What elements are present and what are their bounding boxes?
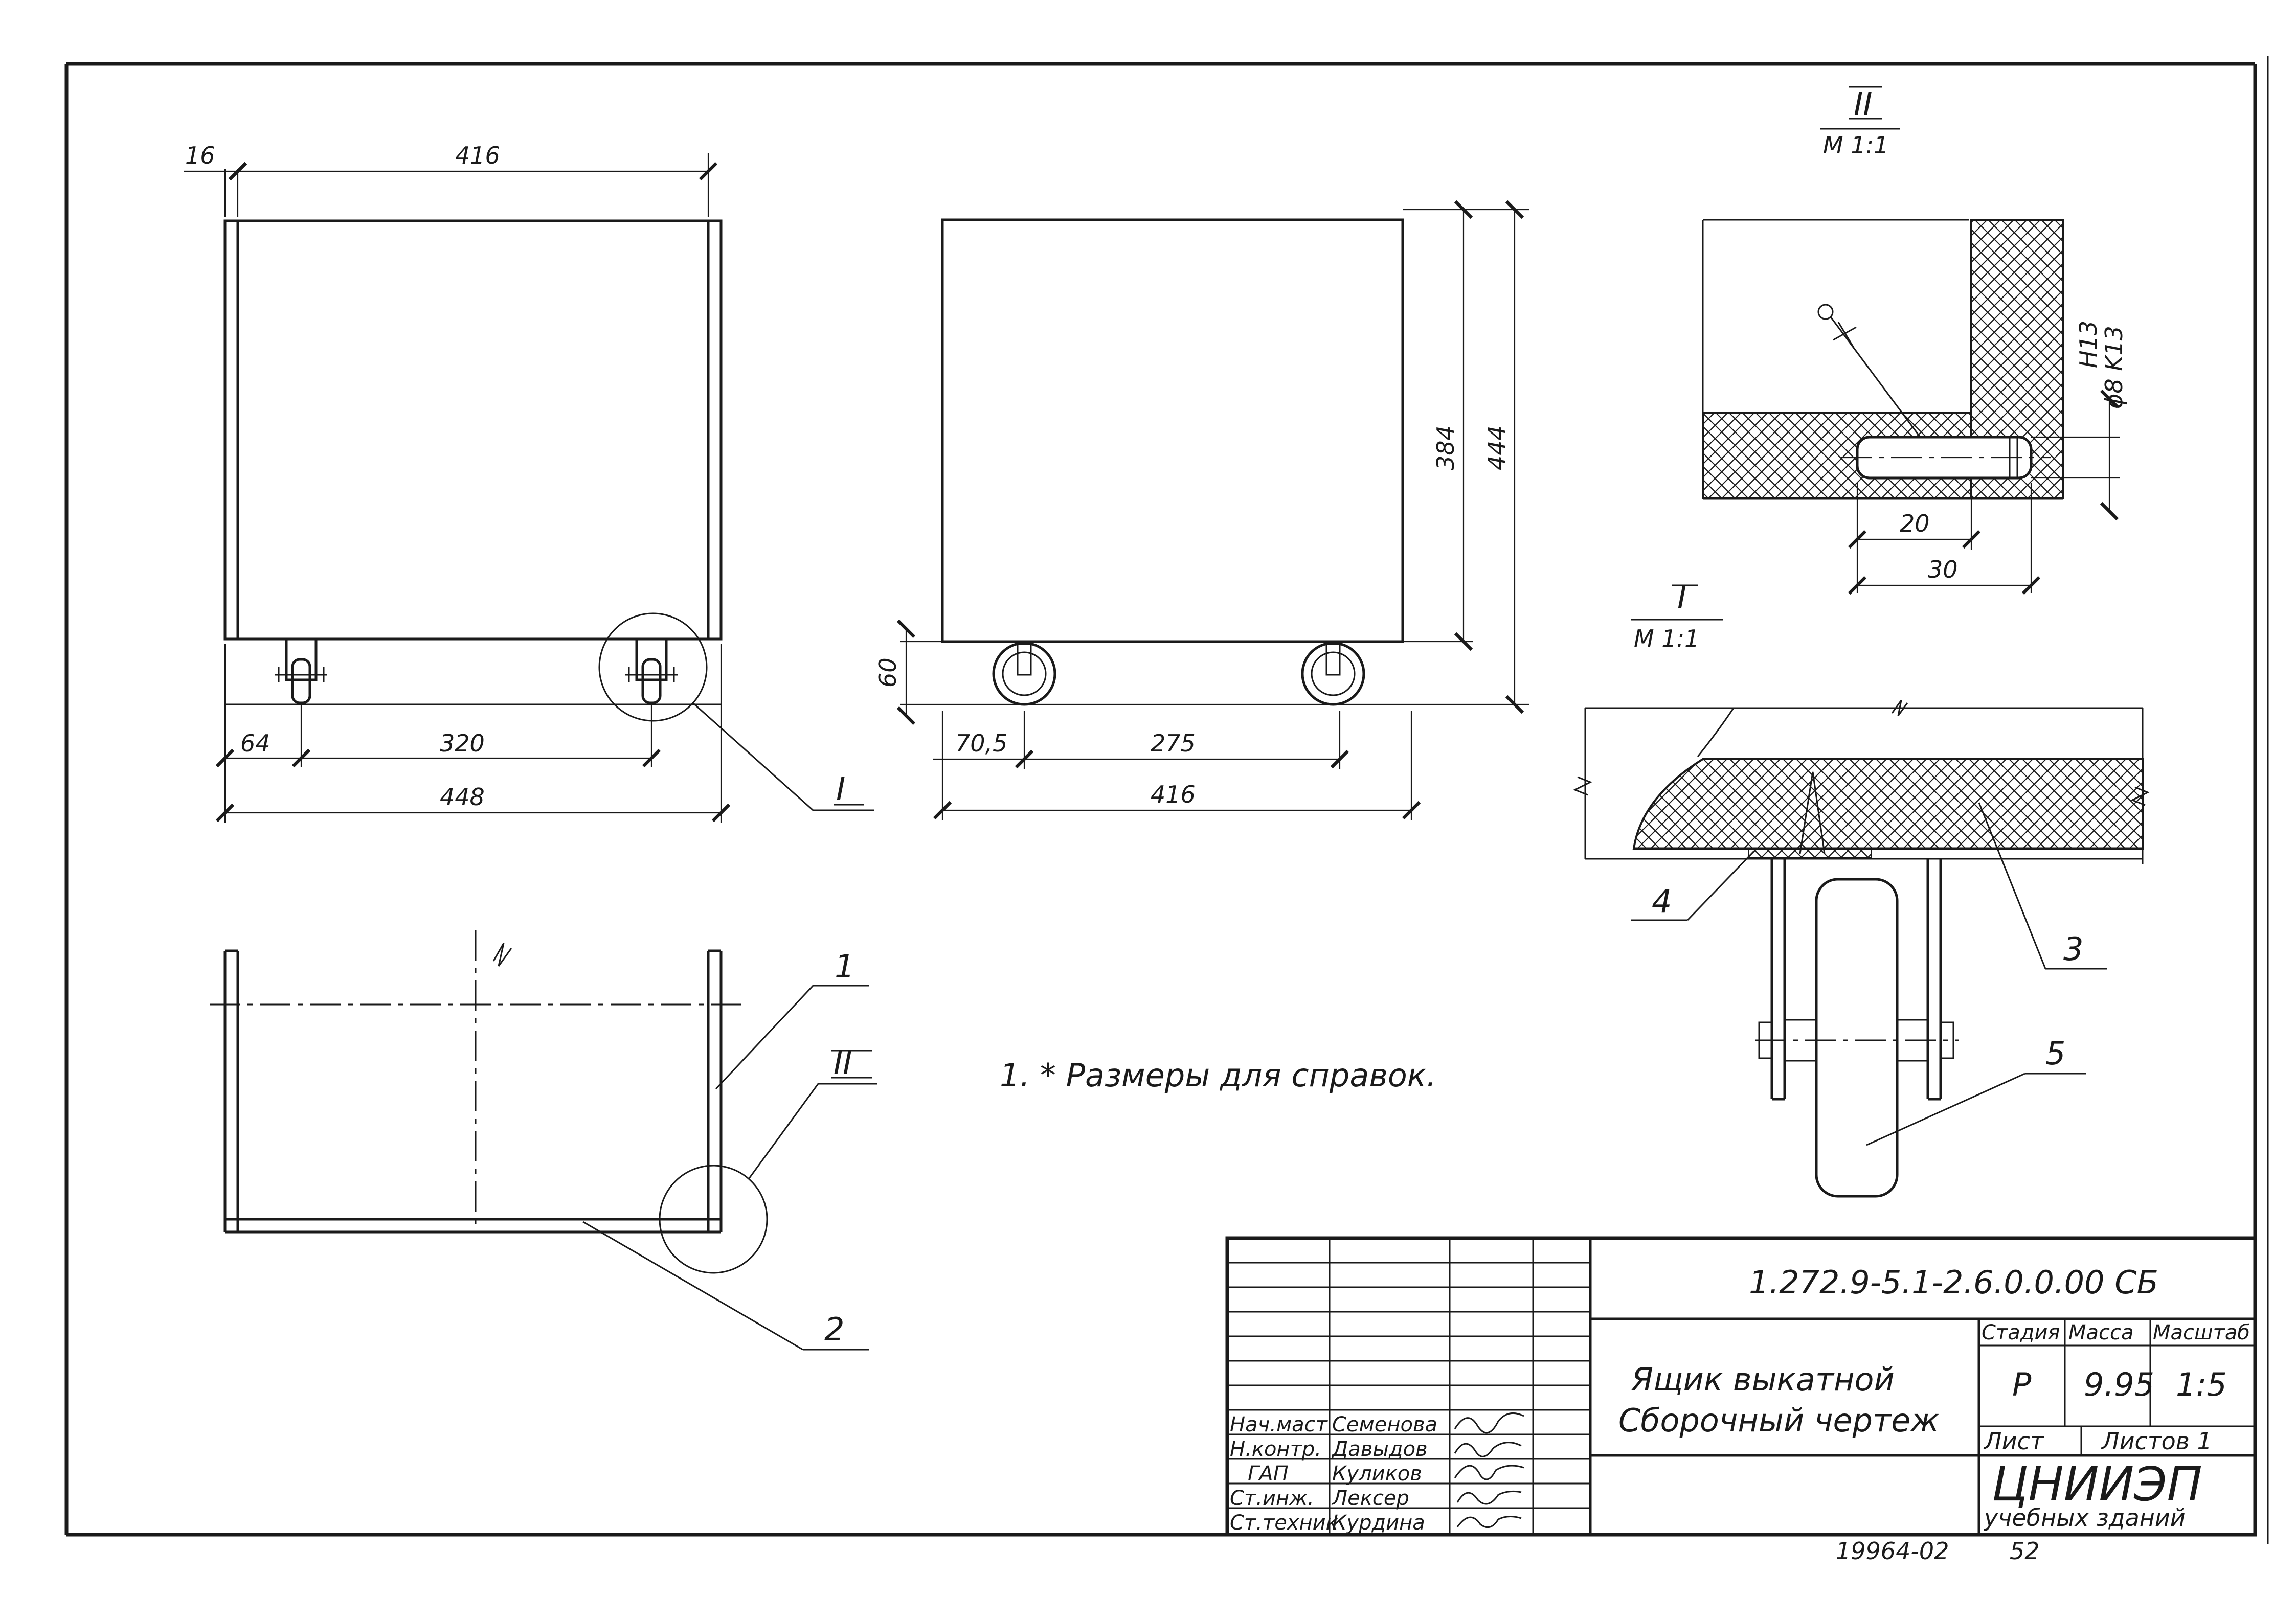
mass-value: 9.95 <box>2084 1366 2154 1403</box>
position-3-label: 3 <box>2063 930 2083 968</box>
detail-II-callout-circle <box>659 1165 768 1274</box>
detail-II-dim-a: 20 <box>1900 510 1930 537</box>
detail-I-scale: M 1:1 <box>1634 625 1699 652</box>
signer-name-2: Давыдов <box>1331 1438 1428 1461</box>
detail-II-callout-label: II <box>834 1044 852 1081</box>
detail-II-fit-top: H13 <box>2075 321 2102 368</box>
front-view: I 416 16 64 320 448 <box>184 142 874 823</box>
dim-front-base: 320 <box>440 729 485 757</box>
plan-view: II 1 2 <box>210 930 877 1351</box>
detail-I-callout-circle <box>598 612 708 722</box>
asterisk-mark-icon <box>1833 322 1857 348</box>
detail-II-fit-bottom: ϕ8 K13 <box>2100 326 2128 409</box>
stage-value: Р <box>2012 1366 2032 1403</box>
caster-wheel-left <box>275 637 327 704</box>
wheel-side-left <box>992 642 1056 706</box>
signatures <box>1454 1412 1524 1528</box>
detail-I-label: I <box>1677 579 1686 616</box>
title-block: Нач.маст Семенова Н.контр. Давыдов ГАП К… <box>1225 1236 2257 1537</box>
dim-front-total: 448 <box>440 783 485 811</box>
organization-name: ЦНИИЭП <box>1992 1457 2202 1512</box>
dim-front-offset: 64 <box>240 729 271 757</box>
wheel-side-right <box>1301 642 1365 706</box>
signer-name-1: Семенова <box>1332 1413 1437 1436</box>
dim-front-side: 16 <box>185 142 215 169</box>
detail-II-dim-b: 30 <box>1928 556 1958 583</box>
col-stage-label: Стадия <box>1982 1321 2060 1344</box>
position-2-label: 2 <box>824 1311 844 1348</box>
dim-side-offset: 70,5 <box>955 729 1007 757</box>
col-scale-label: Масштаб <box>2153 1321 2250 1344</box>
signer-role-5: Ст.техник <box>1230 1511 1338 1535</box>
detail-II-scale: M 1:1 <box>1823 131 1888 159</box>
caster-wheel-right <box>625 637 678 704</box>
break-mark-icon <box>492 943 512 967</box>
page-number: 52 <box>2010 1537 2040 1565</box>
general-note: 1. * Размеры для справок. <box>1000 1057 1436 1094</box>
dim-front-top: 416 <box>455 142 500 169</box>
detail-I: I M 1:1 <box>1573 579 2150 1198</box>
detail-II-label: II <box>1854 85 1873 123</box>
signer-name-5: Курдина <box>1332 1511 1425 1535</box>
dim-side-outer-height: 444 <box>1483 425 1511 470</box>
detail-I-callout-label: I <box>836 770 845 808</box>
sheets-count: Листов 1 <box>2101 1427 2212 1455</box>
position-1-label: 1 <box>835 948 854 985</box>
organization-subtitle: учебных зданий <box>1983 1504 2186 1532</box>
signer-name-4: Лексер <box>1331 1487 1409 1510</box>
position-5-label: 5 <box>2045 1035 2065 1072</box>
signer-role-1: Нач.маст <box>1230 1413 1329 1436</box>
dim-side-wheel-height: 60 <box>874 657 902 688</box>
signer-role-2: Н.контр. <box>1230 1438 1321 1461</box>
dim-side-inner-height: 384 <box>1432 425 1459 470</box>
detail-II: II M 1:1 H13 ϕ8 K13 20 30 <box>1702 85 2128 595</box>
sheet-label: Лист <box>1983 1427 2044 1455</box>
drawing-title-line1: Ящик выкатной <box>1631 1361 1895 1398</box>
dim-side-base: 275 <box>1151 729 1196 757</box>
drawing-title-line2: Сборочный чертеж <box>1618 1402 1939 1439</box>
signer-name-3: Куликов <box>1332 1462 1422 1486</box>
archive-number: 19964-02 <box>1836 1537 1949 1565</box>
col-mass-label: Масса <box>2068 1321 2134 1344</box>
drawing-designation: 1.272.9-5.1-2.6.0.0.00 СБ <box>1749 1264 2158 1301</box>
position-4-label: 4 <box>1652 883 1672 920</box>
scale-value: 1:5 <box>2176 1366 2227 1403</box>
signer-role-3: ГАП <box>1248 1462 1289 1486</box>
caster-wheel-detail <box>1755 859 1959 1198</box>
signer-role-4: Ст.инж. <box>1230 1487 1314 1510</box>
side-view: 384 444 60 70,5 275 416 <box>874 200 1529 820</box>
dim-side-total: 416 <box>1151 781 1196 808</box>
